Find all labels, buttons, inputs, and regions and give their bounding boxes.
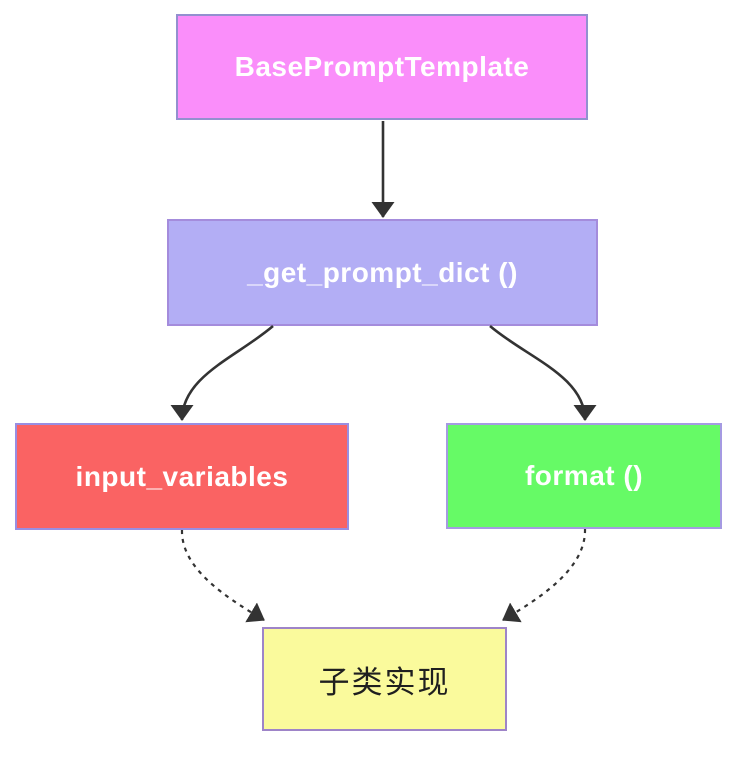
edge-get-prompt-dict-to-format — [489, 325, 597, 421]
edge-input-variables-to-subclass — [180, 529, 265, 623]
node-input-variables: input_variables — [15, 423, 349, 530]
edge-get-prompt-dict-to-input-variables — [170, 325, 274, 421]
node-base-prompt-template: BasePromptTemplate — [176, 14, 588, 120]
node-subclass-implementation-label: 子类实现 — [318, 664, 451, 700]
node-input-variables-label: input_variables — [75, 460, 289, 492]
node-get-prompt-dict-label: _get_prompt_dict () — [247, 256, 518, 288]
node-format-label: format () — [524, 460, 644, 491]
node-format: format () — [446, 423, 722, 529]
node-get-prompt-dict: _get_prompt_dict () — [167, 219, 598, 326]
node-base-prompt-template-label: BasePromptTemplate — [234, 51, 530, 82]
node-subclass-implementation: 子类实现 — [262, 627, 507, 731]
edge-format-to-subclass — [502, 528, 587, 623]
